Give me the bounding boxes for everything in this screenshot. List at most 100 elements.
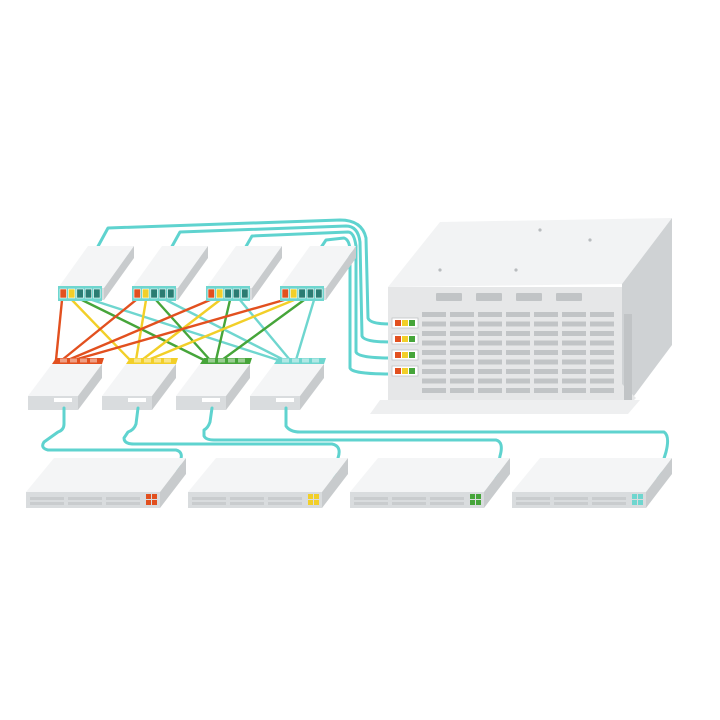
uplink-cable-spine-2 [168, 224, 392, 344]
spine-2-side [178, 246, 208, 300]
spine-3-port [207, 288, 215, 299]
chassis-vent-slot [562, 340, 586, 346]
chassis-vent-slot [422, 369, 446, 374]
line-card-4 [391, 365, 419, 377]
chassis-screw [588, 238, 592, 242]
server-1-server [26, 458, 186, 508]
server-1-drive-bay [68, 497, 102, 500]
spine-1-port [76, 288, 84, 299]
server-4-drive-bay [516, 497, 550, 500]
spine-1-port [68, 288, 76, 299]
leaf-3-switch [176, 358, 252, 410]
server-cables [41, 406, 670, 480]
leaf-1-side [78, 364, 102, 410]
chassis-vent-slot [450, 369, 474, 374]
spine-2-port [142, 288, 150, 299]
chassis-vent-slot [590, 331, 614, 336]
server-1-port [152, 500, 157, 505]
server-2-server [188, 458, 348, 508]
chassis-vent-slot [590, 378, 614, 384]
chassis-vent-slot [450, 378, 474, 384]
chassis-vent-slot [562, 331, 586, 336]
chassis-vent-slot [534, 312, 558, 317]
server-4-port [638, 500, 643, 505]
server-1-drive-bay [106, 502, 140, 505]
chassis-vent-slot [562, 378, 586, 384]
leaf-3-port [218, 358, 225, 363]
fabric-link-spine-1-leaf-1 [54, 298, 64, 362]
leaf-3-port-strip [200, 358, 252, 364]
chassis-vent-slot [422, 388, 446, 393]
chassis-fan-tray-4 [556, 293, 582, 301]
chassis-side-face [622, 218, 672, 412]
spine-1-port [93, 288, 101, 299]
chassis-vent-slot [506, 359, 530, 365]
line-card-port [402, 336, 408, 342]
line-card-port [409, 368, 415, 374]
server-3-drive-bay [392, 502, 426, 505]
server-2-drive-bay [268, 497, 302, 500]
modular-chassis [370, 218, 672, 414]
server-4-drive-bay [554, 502, 588, 505]
chassis-vent-slot [562, 312, 586, 317]
fabric-links [54, 298, 316, 362]
server-cable-3 [202, 406, 503, 480]
server-1-drive-bay [68, 502, 102, 505]
chassis-vent-slot [450, 312, 474, 317]
chassis-vent-slot [562, 369, 586, 374]
chassis-vent-slot [534, 321, 558, 327]
leaf-1-port-strip [52, 358, 104, 364]
leaf-1-top [28, 364, 102, 396]
chassis-vent-slot [590, 388, 614, 393]
spine-3-port [241, 288, 249, 299]
spine-2-switch [132, 246, 208, 301]
server-2-port [308, 500, 313, 505]
spine-1-top [58, 246, 134, 288]
leaf-1-notch [54, 398, 72, 402]
leaf-4-switch [250, 358, 326, 410]
chassis-screw [514, 268, 518, 272]
spine-1-port [84, 288, 92, 299]
leaf-2-port [134, 358, 141, 363]
leaf-4-notch [276, 398, 294, 402]
spine-4-port [298, 288, 306, 299]
server-3-drive-bay [354, 497, 388, 500]
server-3-port [470, 500, 475, 505]
leaf-2-port [154, 358, 161, 363]
chassis-vent-slot [506, 331, 530, 336]
chassis-vent-slot [590, 369, 614, 374]
spine-2-port [167, 288, 175, 299]
server-1-port [152, 494, 157, 499]
server-3-drive-bay [392, 497, 426, 500]
chassis-vent-slot [590, 359, 614, 365]
leaf-4-port [302, 358, 309, 363]
server-2-port [308, 494, 313, 499]
server-2-side [322, 458, 348, 508]
chassis-vent-slot [506, 369, 530, 374]
server-1-drive-bay [106, 497, 140, 500]
chassis-vent-slot [506, 378, 530, 384]
spine-1-switch [58, 246, 134, 301]
chassis-vent-slot [506, 321, 530, 327]
spine-3-port [216, 288, 224, 299]
chassis-vent-slot [478, 312, 502, 317]
line-card-port [402, 352, 408, 358]
server-2-drive-bay [192, 497, 226, 500]
server-4-side [646, 458, 672, 508]
chassis-vent-slot [422, 359, 446, 365]
line-card-port [409, 352, 415, 358]
server-2-drive-bay [268, 502, 302, 505]
fabric-link-spine-4-leaf-3 [220, 298, 306, 362]
chassis-screw [538, 228, 542, 232]
leaf-1-port [90, 358, 97, 363]
chassis-top-face [388, 218, 672, 287]
server-4-drive-bay [516, 502, 550, 505]
fabric-link-spine-1-leaf-2 [70, 298, 132, 362]
fabric-link-spine-4-leaf-1 [72, 298, 286, 362]
chassis-fan-tray-2 [476, 293, 502, 301]
chassis-vent-slot [562, 350, 586, 355]
server-4-port [632, 500, 637, 505]
server-1-port [146, 500, 151, 505]
server-3-drive-bay [354, 502, 388, 505]
chassis-vent-slot [422, 350, 446, 355]
